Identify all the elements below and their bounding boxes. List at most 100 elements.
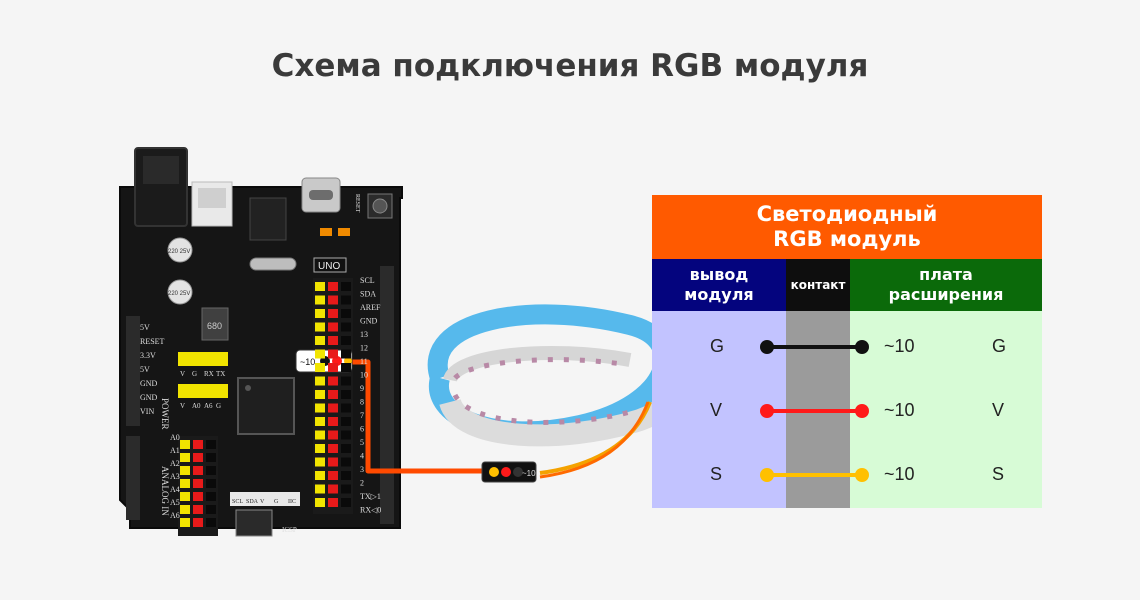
- digital-pin-label: 12: [360, 344, 368, 353]
- digital-pin-vcc: [328, 444, 338, 453]
- analog-pin-label: A6: [170, 511, 180, 520]
- analog-pin-gnd: [206, 492, 216, 501]
- digital-pin-label: 9: [360, 384, 364, 393]
- digital-pin-signal: [315, 349, 325, 359]
- connection-line: [767, 473, 862, 477]
- digital-pin-signal: [315, 363, 325, 372]
- board-pin-label: V: [992, 400, 1005, 420]
- digital-pin-vcc: [328, 498, 338, 507]
- i2c-pin-label: SDA: [246, 499, 259, 505]
- analog-pin-vcc: [193, 505, 203, 514]
- digital-pin-signal: [315, 376, 325, 386]
- connection-dot: [760, 404, 774, 418]
- digital-pin-signal: [315, 444, 325, 453]
- digital-pin-label: SDA: [360, 290, 376, 299]
- table-row: G ~10 G: [652, 327, 1042, 367]
- digital-pin-gnd: [341, 282, 351, 291]
- digital-pin-vcc: [328, 295, 338, 305]
- analog-pin-vcc: [193, 466, 203, 475]
- digital-pin-vcc: [328, 309, 338, 318]
- analog-pin-signal: [180, 518, 190, 527]
- board-model-label: UNO: [318, 261, 340, 272]
- svg-text:220 25V: 220 25V: [168, 291, 190, 297]
- digital-pin-vcc: [328, 322, 338, 332]
- digital-pin-vcc: [328, 390, 338, 399]
- analog-pin-gnd: [206, 479, 216, 488]
- table-row: V ~10 V: [652, 391, 1042, 431]
- header-pin-label: G: [192, 370, 197, 378]
- digital-pin-gnd: [341, 363, 351, 372]
- page-title: Схема подключения RGB модуля: [271, 48, 869, 84]
- svg-text:ICSP: ICSP: [282, 526, 297, 534]
- connection-dot: [760, 468, 774, 482]
- digital-pin-label: 13: [360, 330, 368, 339]
- digital-pin-gnd: [341, 457, 351, 467]
- analog-pin-gnd: [206, 466, 216, 475]
- module-connector: ~10: [481, 461, 537, 483]
- digital-pin-label: TX▷1: [360, 492, 381, 501]
- digital-pin-vcc: [328, 336, 338, 345]
- analog-pin-signal: [180, 492, 190, 501]
- digital-pin-signal: [315, 430, 325, 440]
- digital-pin-signal: [315, 322, 325, 332]
- digital-pin-gnd: [341, 349, 351, 359]
- digital-pin-label: 8: [360, 398, 364, 407]
- connection-line: [767, 345, 862, 349]
- digital-pin-signal: [315, 484, 325, 494]
- digital-pin-label: 5: [360, 438, 364, 447]
- analog-pin-gnd: [206, 518, 216, 527]
- digital-pin-gnd: [341, 430, 351, 440]
- digital-pin-gnd: [341, 498, 351, 507]
- i2c-pin-label: V: [260, 499, 265, 505]
- digital-pin-signal: [315, 417, 325, 426]
- power-pin-label: GND: [140, 393, 158, 402]
- analog-pin-vcc: [193, 479, 203, 488]
- analog-pin-vcc: [193, 492, 203, 501]
- i2c-header: [230, 492, 300, 506]
- signal-wire: [348, 359, 488, 474]
- digital-pin-vcc: [328, 471, 338, 480]
- analog-pin-signal: [180, 479, 190, 488]
- table-row: S ~10 S: [652, 455, 1042, 495]
- digital-pin-vcc: [328, 403, 338, 413]
- analog-pin-label: A3: [170, 472, 180, 481]
- analog-pin-gnd: [206, 505, 216, 514]
- pin-label: ~10: [884, 336, 915, 356]
- module-pin-label: G: [710, 336, 725, 356]
- top-ic: [249, 197, 287, 241]
- capacitor: 220 25V: [167, 237, 193, 263]
- digital-pin-label: 2: [360, 479, 364, 488]
- analog-pin-signal: [180, 440, 190, 449]
- header-pin-label: V: [180, 402, 185, 410]
- digital-pin-signal: [315, 390, 325, 399]
- analog-section-label: ANALOG IN: [160, 466, 170, 516]
- analog-pin-label: A5: [170, 498, 180, 507]
- svg-text:220 25V: 220 25V: [168, 249, 190, 255]
- analog-pin-vcc: [193, 518, 203, 527]
- capacitor: 220 25V: [167, 279, 193, 305]
- board-pin-label: G: [992, 336, 1007, 356]
- connection-line: [767, 409, 862, 413]
- digital-pin-vcc: [328, 349, 338, 359]
- digital-pin-gnd: [341, 444, 351, 453]
- analog-pin-vcc: [193, 440, 203, 449]
- analog-pin-label: A0: [170, 433, 180, 442]
- svg-text:680: 680: [207, 321, 222, 331]
- header-pin-label: A0: [192, 402, 201, 410]
- crystal: [249, 257, 297, 271]
- power-pin-label: 3.3V: [140, 351, 156, 360]
- power-pin-label: 5V: [140, 323, 150, 332]
- svg-text:~10: ~10: [522, 469, 536, 478]
- analog-pin-signal: [180, 505, 190, 514]
- digital-pin-label: 10: [360, 371, 368, 380]
- reset-label: RESET: [354, 194, 360, 213]
- digital-pin-signal: [315, 282, 325, 291]
- board-pin-label: S: [992, 464, 1005, 484]
- power-pin-label: 5V: [140, 365, 150, 374]
- digital-pin-gnd: [341, 309, 351, 318]
- digital-pin-label: 11: [360, 357, 368, 366]
